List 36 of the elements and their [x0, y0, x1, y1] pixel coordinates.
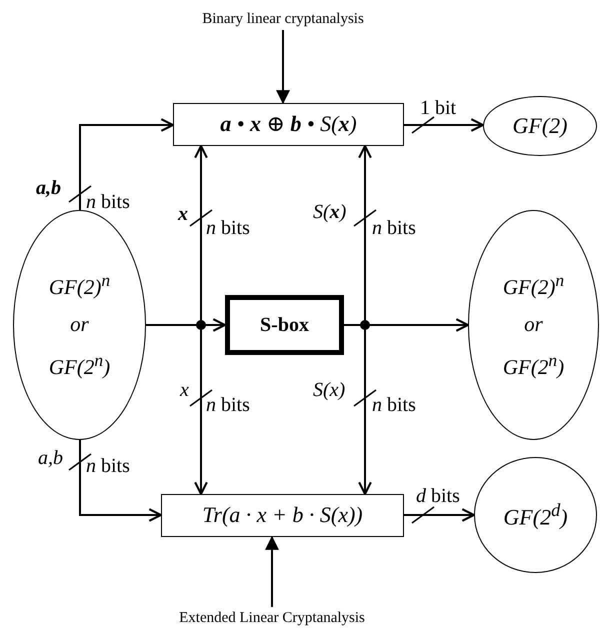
node-text: GF(2)$^{n}$ — [48, 270, 110, 300]
node-text: Extended Linear Cryptanalysis — [179, 609, 365, 627]
edge-label: 1 bit — [420, 98, 456, 118]
bit-width-label: n bits — [206, 395, 250, 415]
node-text: Binary linear cryptanalysis — [202, 10, 364, 28]
function-box — [173, 103, 404, 146]
arrow — [265, 536, 279, 607]
arrow — [276, 30, 290, 104]
edge-label: S(x) — [313, 380, 346, 400]
edge-label: a,b — [36, 178, 61, 198]
node-text: Tr(a · x + b · S(x)) — [202, 502, 363, 529]
edge-label: d bits — [416, 486, 460, 506]
function-box — [161, 494, 404, 537]
bit-width-label: n bits — [206, 218, 250, 238]
arrow — [404, 118, 484, 132]
node-text: GF(2$^{n}$) — [502, 350, 564, 380]
node-text: GF(2)$^{n}$ — [502, 270, 564, 300]
bit-width-label: n bits — [372, 218, 416, 238]
bit-width-label: n bits — [86, 456, 130, 476]
edge-label: x — [178, 204, 188, 224]
bit-width-label: n bits — [86, 192, 130, 212]
sbox-box — [225, 295, 344, 355]
arrow — [404, 508, 476, 522]
arrow — [79, 118, 174, 210]
bit-width-label: n bits — [372, 395, 416, 415]
node-text: or — [524, 312, 543, 338]
node-text: a • x ⊕ b • S(x) — [220, 111, 357, 138]
node-text: GF(2$^{n}$) — [48, 350, 110, 380]
node-text: GF(2) — [512, 112, 568, 140]
edge-label: S(x) — [313, 202, 346, 222]
node-text: or — [70, 312, 89, 338]
edge-label: x — [180, 380, 189, 400]
node-text: GF(2$^{d}$) — [503, 500, 568, 530]
node-text: S-box — [260, 313, 309, 337]
edge-label: a,b — [38, 448, 63, 468]
arrow — [79, 440, 162, 522]
